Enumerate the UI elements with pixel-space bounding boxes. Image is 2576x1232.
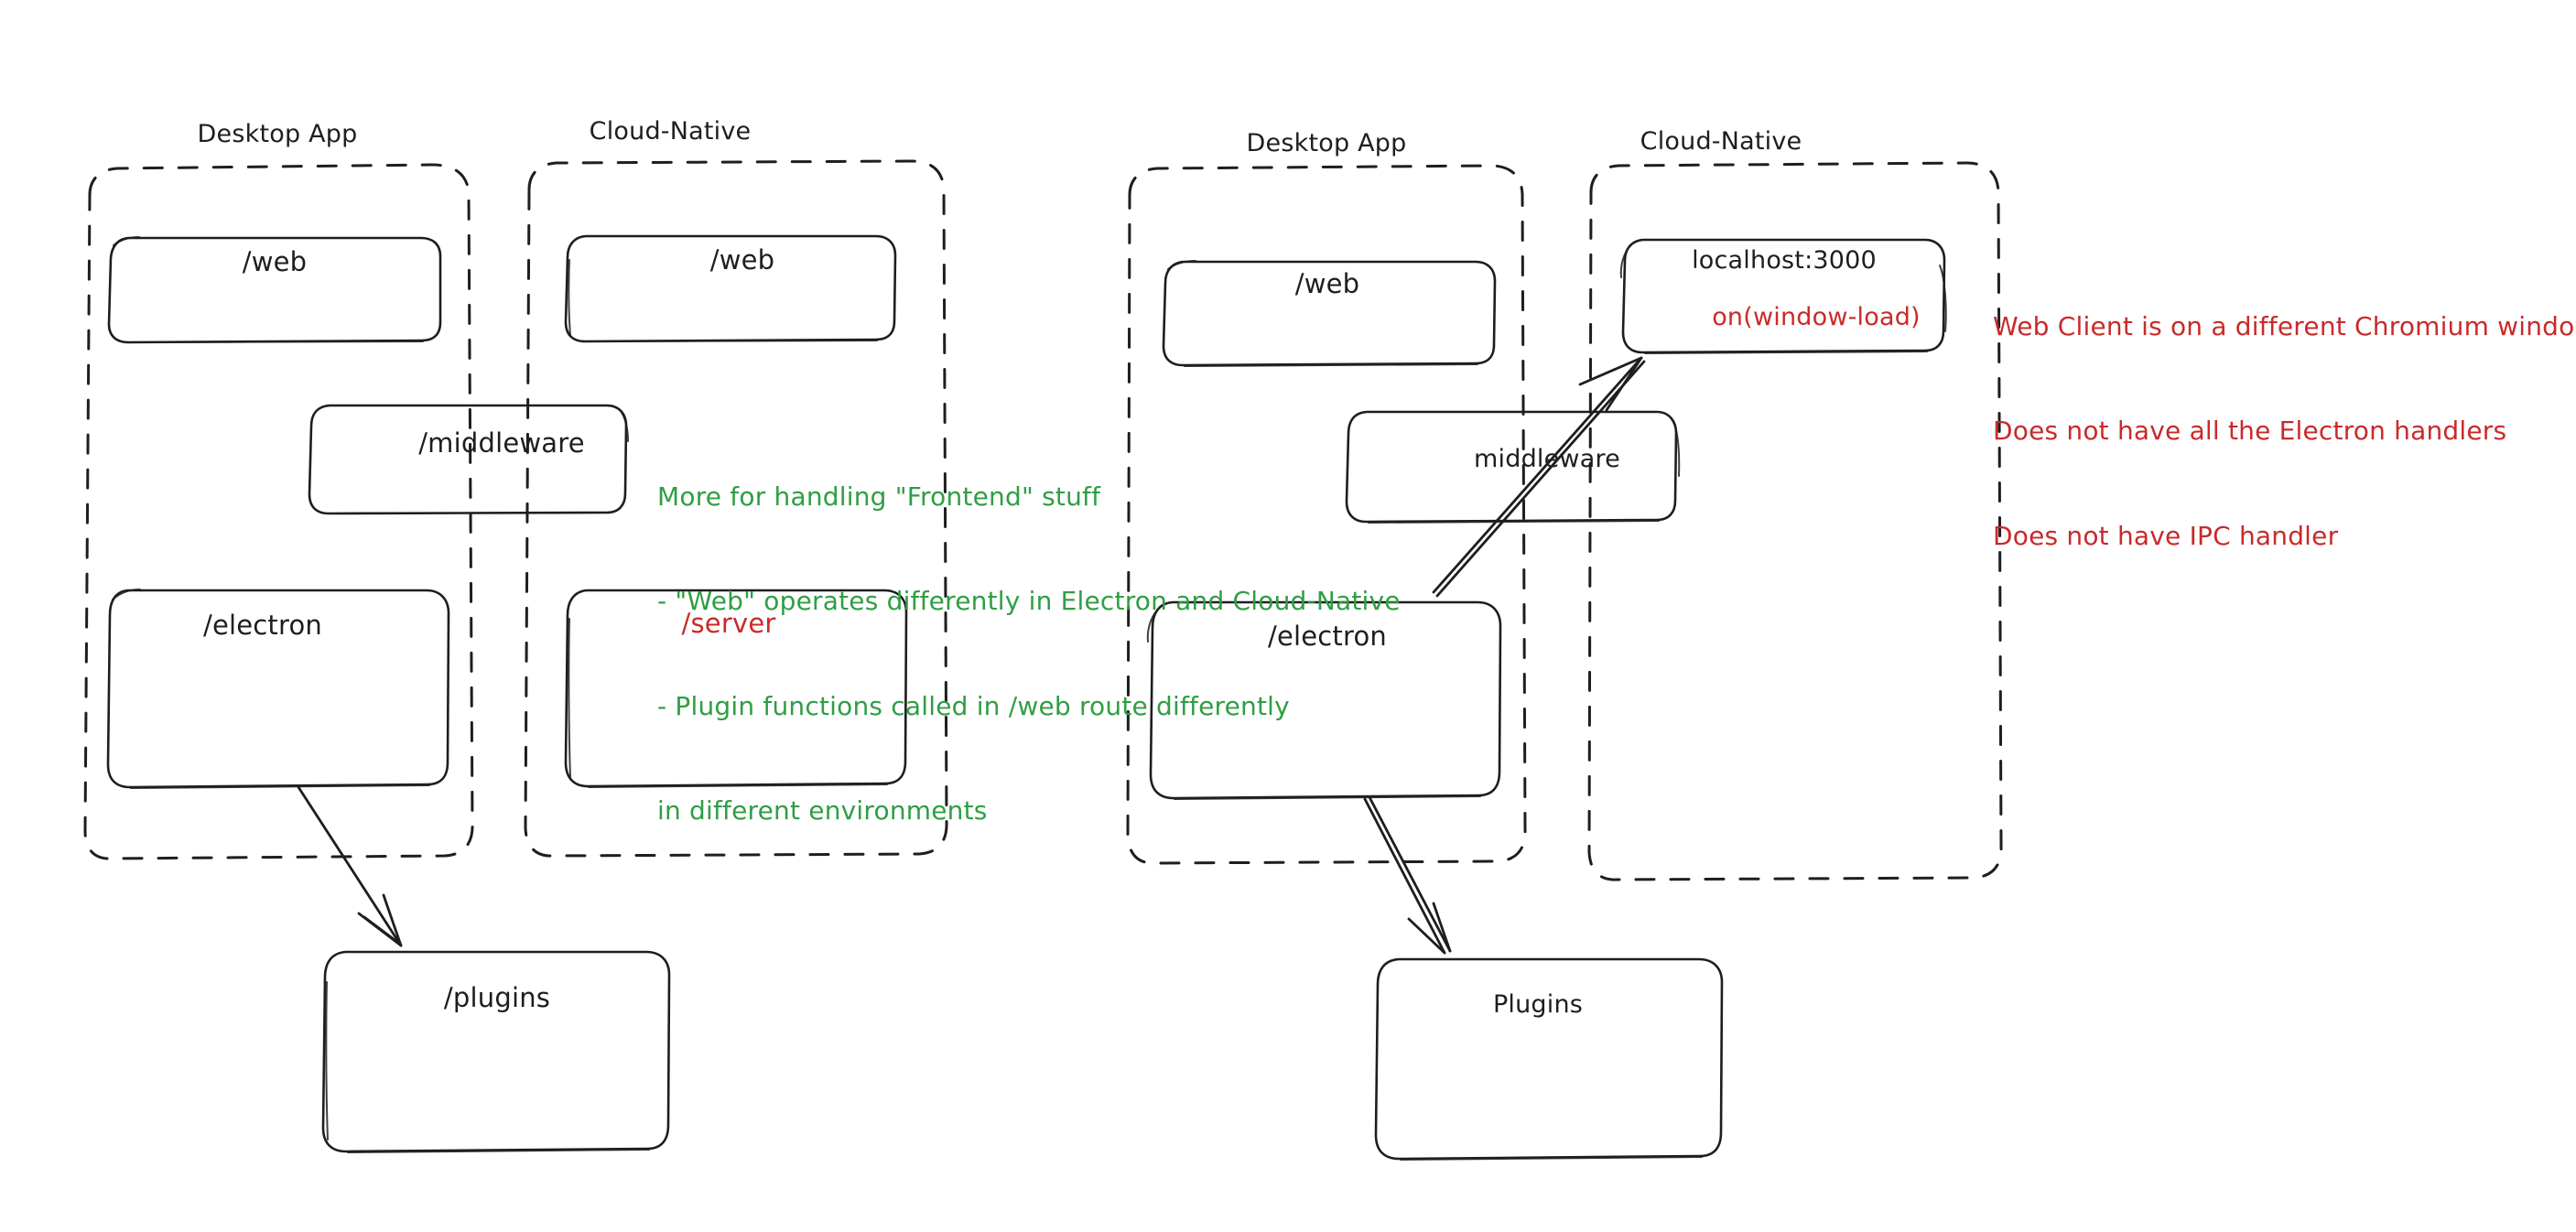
box-label-right-localhost: localhost:3000	[1692, 246, 1877, 275]
right-plugins-box	[1374, 957, 1724, 1161]
box-label-left-electron: /electron	[202, 610, 323, 641]
annotation-green-line-4: in different environments	[657, 794, 988, 826]
right-cloud-native-container	[1587, 161, 2003, 881]
left-web-box	[107, 236, 442, 344]
left-plugins-box	[321, 950, 671, 1153]
box-label-left-cn-web: /web	[709, 244, 775, 276]
right-desktop-app-container	[1126, 164, 1527, 865]
annotation-green-line-3: - Plugin functions called in /web route …	[657, 690, 1290, 721]
box-label-left-plugins: /plugins	[443, 982, 551, 1013]
group-title-right-desktop-app: Desktop App	[1246, 129, 1407, 157]
left-middleware-box	[308, 404, 629, 515]
annotation-red-line-1: Web Client is on a different Chromium wi…	[1993, 311, 2576, 342]
right-localhost-box	[1619, 238, 1947, 354]
left-server-box	[564, 589, 908, 788]
annotation-green-note: More for handling "Frontend" stuff - "We…	[657, 410, 1401, 898]
box-label-right-electron: /electron	[1267, 621, 1388, 652]
box-label-right-plugins: Plugins	[1492, 990, 1584, 1019]
group-title-left-cloud-native: Cloud-Native	[589, 117, 752, 146]
arrow-right-electron-to-plugins	[1363, 795, 1452, 955]
box-sublabel-right-localhost-on-window-load: on(window-load)	[1712, 303, 1921, 331]
box-label-left-middleware: /middleware	[418, 427, 585, 459]
arrow-left-electron-to-plugins	[297, 785, 403, 947]
group-title-right-cloud-native: Cloud-Native	[1640, 127, 1802, 156]
left-desktop-app-container	[83, 163, 474, 860]
left-electron-box	[106, 589, 450, 789]
right-middleware-box	[1345, 410, 1681, 524]
box-label-right-middleware: middleware	[1474, 445, 1620, 473]
left-cloud-native-container	[524, 159, 948, 858]
box-label-right-web: /web	[1294, 268, 1360, 299]
annotation-red-line-3: Does not have IPC handler	[1993, 520, 2339, 551]
right-electron-box	[1146, 600, 1502, 800]
box-label-left-web: /web	[242, 246, 308, 277]
group-title-left-desktop-app: Desktop App	[197, 120, 358, 148]
left-cn-web-box	[564, 234, 897, 343]
annotation-red-line-2: Does not have all the Electron handlers	[1993, 416, 2507, 447]
annotation-green-line-1: More for handling "Frontend" stuff	[657, 481, 1101, 513]
annotation-green-line-2: - "Web" operates differently in Electron…	[657, 586, 1401, 617]
right-web-box	[1162, 260, 1497, 367]
box-label-left-server: /server	[681, 608, 776, 639]
annotation-red-note: Web Client is on a different Chromium wi…	[1993, 240, 2576, 623]
arrow-right-electron-to-localhost	[1432, 356, 1646, 598]
